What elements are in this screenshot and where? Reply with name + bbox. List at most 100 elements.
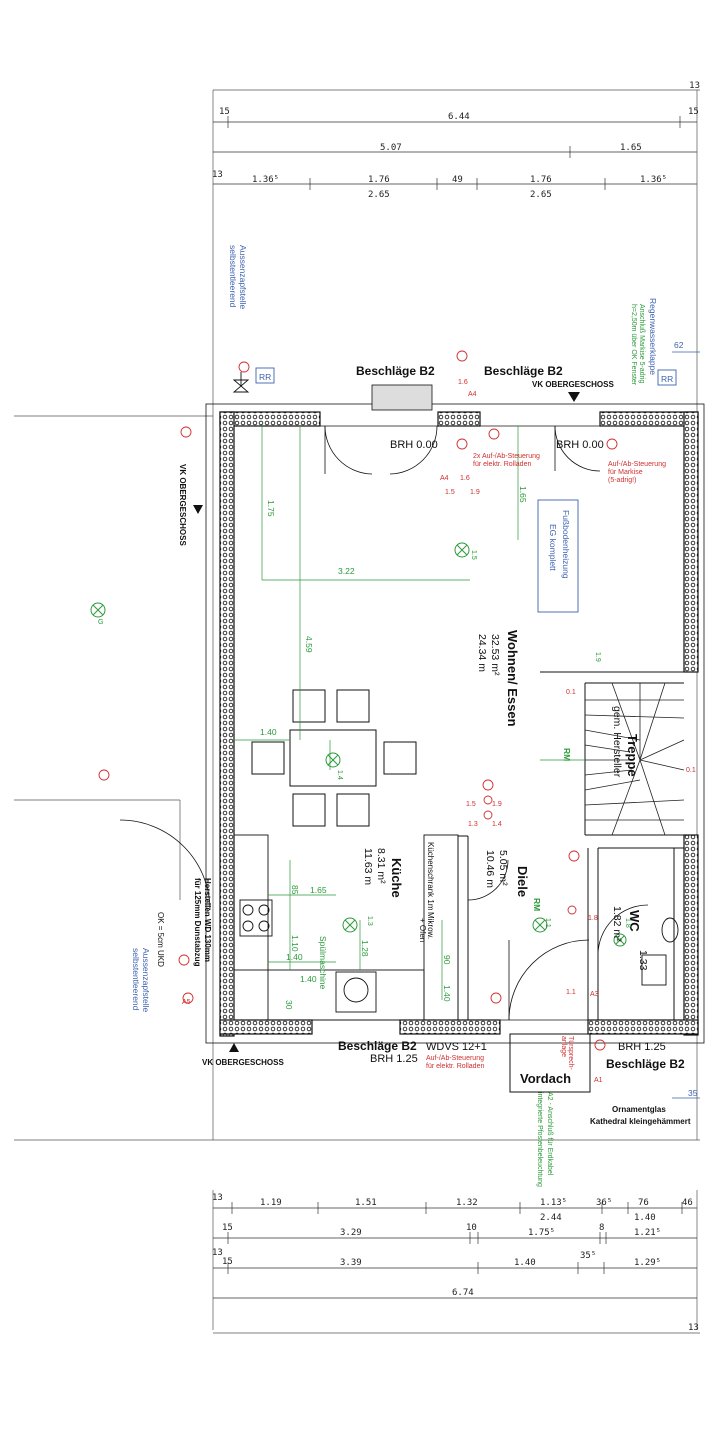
stair bbox=[584, 682, 685, 836]
outer-walls bbox=[219, 411, 699, 1037]
room-diele-name: Diele bbox=[515, 866, 530, 897]
vordach-outline bbox=[509, 1033, 591, 1093]
dim-top-644: 6.44 bbox=[448, 112, 470, 122]
tuer-line2: anlage bbox=[560, 1036, 567, 1057]
green-13: 1.3 bbox=[366, 916, 373, 926]
dim-90: 90 bbox=[442, 955, 452, 965]
red-01b: 0.1 bbox=[686, 767, 696, 774]
dim-bot-1135: 1.13⁵ bbox=[540, 1198, 567, 1208]
vk-og-left: VK OBERGESCHOSS bbox=[178, 464, 187, 546]
rr-box-right bbox=[657, 369, 677, 386]
red-18: 1.8 bbox=[588, 915, 598, 922]
dim-top-49: 49 bbox=[452, 175, 463, 185]
aussen-top-line1: Aussenzapfstelle bbox=[238, 245, 248, 310]
treppe-name: Treppe bbox=[625, 734, 640, 777]
room-wc-area2: 1.33 bbox=[637, 950, 649, 971]
dim-top-13: 13 bbox=[212, 170, 223, 180]
red-a1: A1 bbox=[594, 1077, 603, 1084]
dim-140: 1.40 bbox=[260, 727, 277, 737]
dim-322: 3.22 bbox=[338, 566, 355, 576]
steuer2-line2: für Markise bbox=[608, 469, 643, 476]
red-a5: A5 bbox=[182, 999, 191, 1006]
red-01: 0.1 bbox=[566, 689, 576, 696]
red-19b: 1.9 bbox=[492, 801, 502, 808]
dim-top-row1: 13 bbox=[689, 81, 700, 91]
ornament-line2: Kathedral kleingehämmert bbox=[590, 1117, 691, 1126]
treppe-sub: gem. Hersteller bbox=[611, 706, 623, 778]
dim-bot-13b: 13 bbox=[212, 1248, 223, 1258]
dim-top-165: 1.65 bbox=[620, 143, 642, 153]
dim-bot-365: 36⁵ bbox=[596, 1198, 612, 1208]
rr-label-left: RR bbox=[259, 372, 271, 382]
dim-bot-151: 1.51 bbox=[355, 1198, 377, 1208]
dim-128: 1.28 bbox=[360, 940, 370, 957]
dim-bot-1215: 1.21⁵ bbox=[634, 1228, 661, 1238]
dim-side-35: 35 bbox=[688, 1088, 698, 1098]
fussboden-line1: Fußbodenheizung bbox=[561, 510, 571, 579]
dim-bot-76: 76 bbox=[638, 1198, 649, 1208]
room-wohnen-name: Wohnen/ Essen bbox=[505, 630, 520, 727]
aussen-top-line2: selbstentleerend bbox=[228, 245, 238, 308]
green-11: 1.1 bbox=[544, 918, 551, 928]
aussen-bottom-line1: Aussenzapfstelle bbox=[141, 948, 151, 1013]
red-16a: 1.6 bbox=[458, 379, 468, 386]
interior-walls bbox=[457, 671, 698, 1020]
dim-30: 30 bbox=[284, 1000, 294, 1010]
red-a3: A3 bbox=[590, 991, 599, 998]
dim-bot-674: 6.74 bbox=[452, 1288, 474, 1298]
brh-top-left: BRH 0.00 bbox=[390, 439, 438, 451]
anschluss-line2: integrierte Pfostenbeleuchtung bbox=[536, 1092, 543, 1187]
red-14: 1.4 bbox=[492, 821, 502, 828]
green-18: 1.8 bbox=[624, 918, 631, 928]
anschluss-line1: A2 - Anschluß für Erdkabel bbox=[546, 1092, 553, 1176]
dim-top-15-left: 15 bbox=[219, 107, 230, 117]
steuer1-line2: für elektr. Rolladen bbox=[473, 461, 531, 468]
dim-bot-244: 2.44 bbox=[540, 1213, 562, 1223]
beschlaege-bottom-right: Beschläge B2 bbox=[606, 1057, 685, 1071]
dim-bot-132: 1.32 bbox=[456, 1198, 478, 1208]
dim-bot-15b: 15 bbox=[222, 1257, 233, 1267]
dim-top-15-right: 15 bbox=[688, 107, 699, 117]
regen-line3: h=2,50m über OK Fenster bbox=[630, 304, 637, 386]
steuer2-line3: (5-adrig!) bbox=[608, 477, 636, 484]
vordach-label: Vordach bbox=[520, 1071, 571, 1086]
regen-line2: Anschluß Markise 5-adrig bbox=[638, 304, 645, 383]
ok-ukd-label: OK = 5cm UKD bbox=[156, 912, 165, 967]
dim-bot-10: 10 bbox=[466, 1223, 477, 1233]
beschlaege-top-right: Beschläge B2 bbox=[484, 364, 563, 378]
dim-165: 1.65 bbox=[518, 486, 528, 503]
dim-bot-15: 15 bbox=[222, 1223, 233, 1233]
green-dimension-lines bbox=[234, 426, 585, 1000]
vk-marker-left bbox=[193, 505, 203, 514]
windows bbox=[371, 384, 433, 411]
beschlaege-top-left: Beschläge B2 bbox=[356, 364, 435, 378]
red-a4a: A4 bbox=[440, 475, 449, 482]
steuer2-line1: Auf-/Ab-Steuerung bbox=[608, 461, 666, 468]
dim-top-176a: 1.76 bbox=[368, 175, 390, 185]
green-14: 1.4 bbox=[336, 770, 343, 780]
dim-bot-46: 46 bbox=[682, 1198, 693, 1208]
dim-165c: 1.40 bbox=[300, 974, 317, 984]
light-symbols bbox=[90, 542, 627, 947]
dim-459: 4.59 bbox=[304, 636, 314, 653]
red-a4b: A4 bbox=[468, 391, 477, 398]
dim-bot-8: 8 bbox=[599, 1223, 604, 1233]
dim-bot-140: 1.40 bbox=[634, 1213, 656, 1223]
dim-top-265a: 2.65 bbox=[368, 190, 390, 200]
aussen-bottom-line2: selbstentleerend bbox=[131, 948, 141, 1011]
room-kueche-area2: 11.63 m bbox=[362, 848, 374, 885]
room-wc-area1: 1.82 m² bbox=[611, 906, 623, 942]
dim-bot-1755: 1.75⁵ bbox=[528, 1228, 555, 1238]
dim-175: 1.75 bbox=[266, 500, 276, 517]
dim-bot-329: 3.29 bbox=[340, 1228, 362, 1238]
kitchen-counters bbox=[233, 834, 459, 1021]
electrical-symbols bbox=[98, 350, 618, 1051]
room-wc-name: WC bbox=[627, 910, 642, 932]
dim-side-62: 62 bbox=[674, 340, 684, 350]
dim-140v: 1.40 bbox=[442, 985, 452, 1002]
dim-bot-339: 3.39 bbox=[340, 1258, 362, 1268]
dim-top-265b: 2.65 bbox=[530, 190, 552, 200]
room-diele-area2: 10.46 m bbox=[484, 850, 496, 888]
steuer3-line2: für elektr. Rolladen bbox=[426, 1063, 484, 1070]
